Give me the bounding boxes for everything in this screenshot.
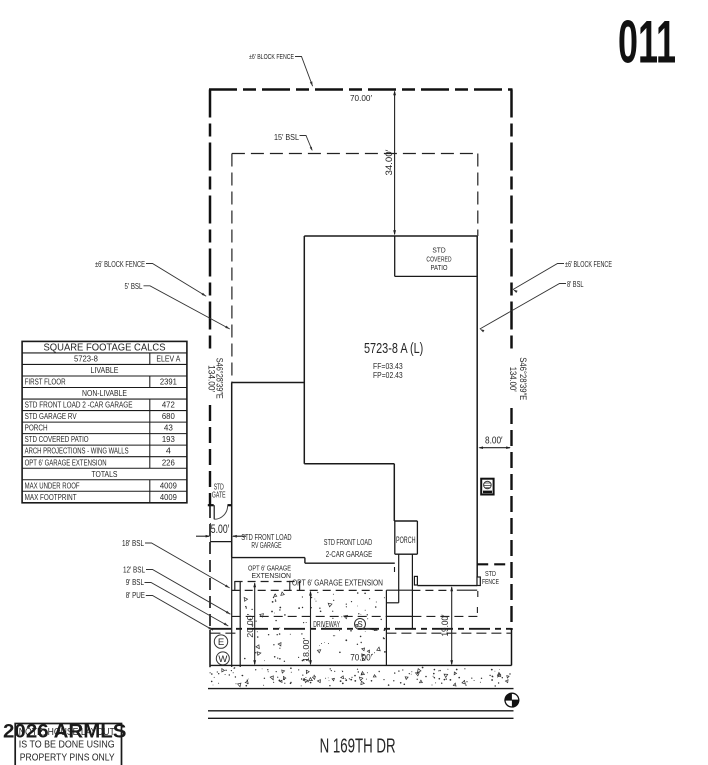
svg-text:±6′ BLOCK FENCE: ±6′ BLOCK FENCE	[565, 260, 612, 269]
svg-text:RV GARAGE: RV GARAGE	[251, 541, 281, 550]
svg-text:OPT 6′ GARAGE EXTENSION: OPT 6′ GARAGE EXTENSION	[292, 579, 383, 588]
svg-text:OPT 6′ GARAGE: OPT 6′ GARAGE	[248, 564, 291, 573]
svg-text:5723-8 A (L): 5723-8 A (L)	[364, 341, 423, 357]
svg-text:OPT 6′ GARAGE EXTENSION: OPT 6′ GARAGE EXTENSION	[25, 458, 107, 467]
svg-text:EXTENSION: EXTENSION	[252, 571, 292, 580]
svg-text:12′ BSL: 12′ BSL	[123, 565, 145, 574]
svg-text:DRIVEWAY: DRIVEWAY	[313, 620, 340, 629]
svg-text:PROPERTY PINS ONLY: PROPERTY PINS ONLY	[20, 752, 115, 764]
svg-text:680: 680	[162, 412, 176, 421]
svg-text:2026 ARMLS: 2026 ARMLS	[3, 720, 127, 742]
svg-text:COVERED: COVERED	[426, 255, 452, 264]
svg-text:2-CAR GARAGE: 2-CAR GARAGE	[326, 550, 373, 559]
svg-text:ELEV A: ELEV A	[156, 354, 181, 363]
svg-text:ARCH PROJECTIONS - WING WALLS: ARCH PROJECTIONS - WING WALLS	[25, 447, 129, 456]
svg-text:8′ PUE: 8′ PUE	[126, 591, 145, 600]
svg-text:15′ BSL: 15′ BSL	[274, 133, 299, 142]
svg-text:18′ BSL: 18′ BSL	[122, 539, 144, 548]
svg-text:FP=02.43: FP=02.43	[373, 370, 403, 380]
svg-text:S46°28′39″E: S46°28′39″E	[215, 358, 225, 399]
svg-text:4: 4	[166, 447, 172, 456]
svg-text:S: S	[357, 620, 362, 629]
svg-text:2391: 2391	[160, 378, 178, 387]
svg-text:TOTALS: TOTALS	[92, 470, 118, 479]
svg-text:S46°28′39″E: S46°28′39″E	[518, 357, 528, 400]
svg-text:226: 226	[162, 458, 176, 467]
svg-text:70.00′: 70.00′	[350, 93, 372, 103]
svg-text:LIVABLE: LIVABLE	[91, 366, 119, 375]
svg-text:STD FRONT LOAD: STD FRONT LOAD	[324, 538, 372, 547]
svg-text:70.00′: 70.00′	[350, 653, 372, 663]
svg-text:4009: 4009	[160, 481, 178, 490]
svg-text:34.00′: 34.00′	[384, 149, 395, 175]
svg-text:GATE: GATE	[212, 490, 226, 499]
svg-text:E: E	[218, 637, 224, 648]
svg-text:5.00′: 5.00′	[211, 524, 230, 536]
svg-text:SQUARE FOOTAGE CALCS: SQUARE FOOTAGE CALCS	[44, 343, 166, 354]
svg-text:MAX UNDER ROOF: MAX UNDER ROOF	[25, 481, 80, 490]
svg-text:STD: STD	[432, 246, 446, 255]
svg-text:NON-LIVABLE: NON-LIVABLE	[82, 389, 127, 398]
svg-text:PATIO: PATIO	[431, 263, 448, 272]
svg-text:8′ BSL: 8′ BSL	[567, 280, 584, 289]
svg-text:FF=03.43: FF=03.43	[373, 361, 403, 371]
svg-text:5723-8: 5723-8	[74, 354, 99, 363]
svg-text:STD: STD	[485, 569, 496, 578]
svg-text:134.00′: 134.00′	[206, 365, 216, 392]
svg-text:8.00′: 8.00′	[485, 436, 503, 447]
svg-text:134.00′: 134.00′	[508, 367, 518, 392]
svg-text:PORCH: PORCH	[25, 424, 48, 433]
svg-text:±6′ BLOCK FENCE: ±6′ BLOCK FENCE	[249, 52, 294, 61]
svg-text:472: 472	[162, 401, 176, 410]
svg-text:±6′ BLOCK FENCE: ±6′ BLOCK FENCE	[95, 260, 145, 269]
svg-text:IS TO BE DONE USING: IS TO BE DONE USING	[19, 739, 115, 751]
svg-text:STD GARAGE RV: STD GARAGE RV	[25, 412, 78, 421]
svg-text:FENCE: FENCE	[482, 577, 499, 586]
svg-text:STD FRONT LOAD 2 -CAR GARAGE: STD FRONT LOAD 2 -CAR GARAGE	[25, 401, 133, 410]
svg-text:N 169TH DR: N 169TH DR	[320, 735, 396, 757]
svg-text:PORCH: PORCH	[396, 535, 416, 545]
svg-text:9′ BSL: 9′ BSL	[126, 578, 145, 587]
svg-text:5′ BSL: 5′ BSL	[125, 282, 143, 291]
svg-text:NOTE: HOUSE LAYOUT: NOTE: HOUSE LAYOUT	[19, 727, 115, 738]
svg-text:W: W	[218, 654, 227, 665]
svg-text:MAX FOOTPRINT: MAX FOOTPRINT	[25, 493, 77, 502]
svg-text:STD COVERED PATIO: STD COVERED PATIO	[25, 435, 89, 444]
svg-text:4009: 4009	[160, 493, 178, 502]
svg-text:STD FRONT LOAD: STD FRONT LOAD	[241, 533, 291, 542]
svg-text:FIRST FLOOR: FIRST FLOOR	[25, 378, 66, 387]
svg-text:STD: STD	[214, 483, 224, 492]
svg-text:43: 43	[164, 424, 174, 433]
svg-text:19.00′: 19.00′	[440, 614, 450, 636]
svg-text:18.00′: 18.00′	[302, 637, 311, 662]
svg-text:20.00′: 20.00′	[246, 613, 255, 638]
svg-text:011: 011	[618, 9, 676, 76]
svg-text:193: 193	[162, 435, 176, 444]
